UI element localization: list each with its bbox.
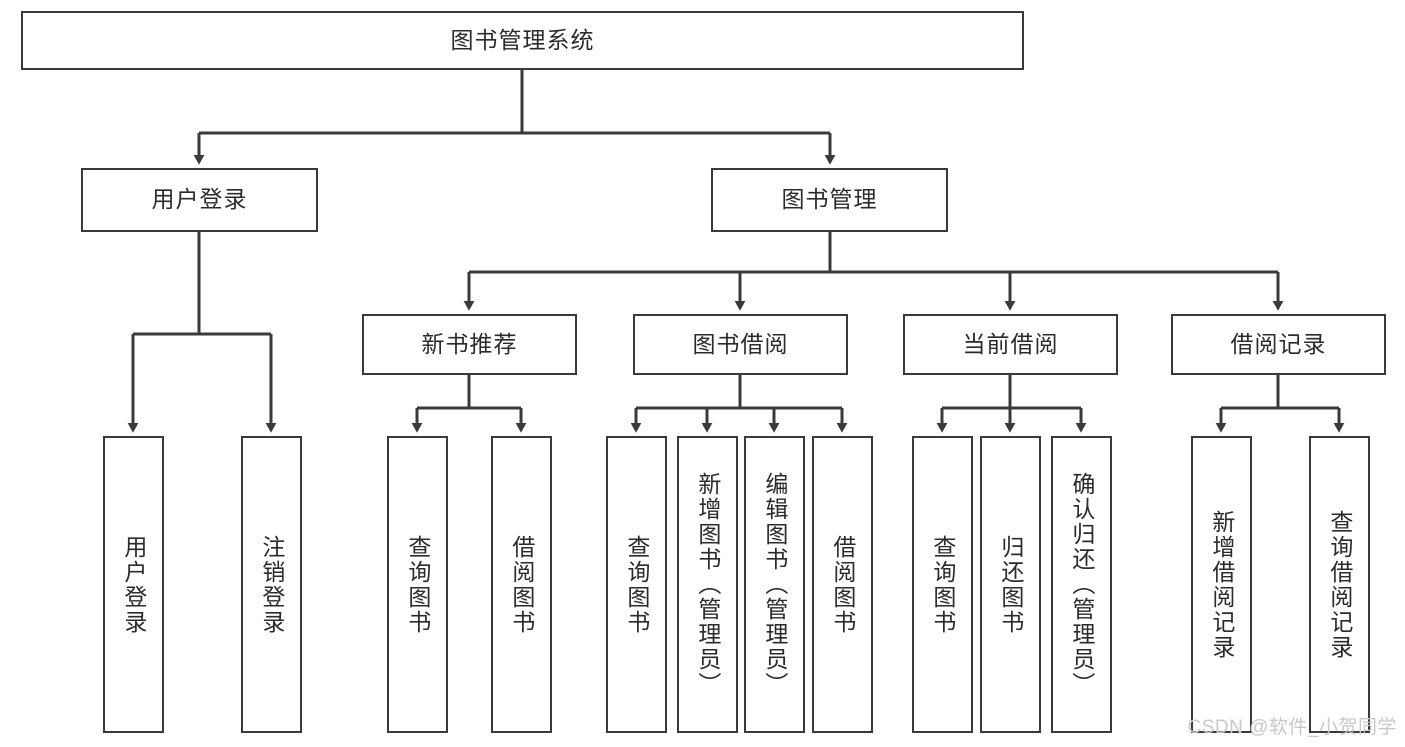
- node-new-book-recommend[interactable]: 新书推荐: [362, 314, 577, 375]
- node-leaf-confirm-return[interactable]: 确认归还（管理员）: [1051, 436, 1112, 733]
- node-label: 用户登录: [120, 534, 147, 635]
- node-label: 图书借阅: [692, 330, 789, 357]
- node-label: 查询图书: [623, 534, 650, 635]
- node-leaf-add-borrow-record[interactable]: 新增借阅记录: [1191, 436, 1252, 733]
- node-label: 新书推荐: [421, 330, 518, 357]
- node-label: 借阅图书: [508, 534, 535, 635]
- node-label: 归还图书: [997, 534, 1024, 635]
- csdn-watermark: CSDN @软件_小贺同学: [1187, 717, 1397, 738]
- node-leaf-add-book[interactable]: 新增图书（管理员）: [677, 436, 738, 733]
- node-leaf-return-book[interactable]: 归还图书: [980, 436, 1041, 733]
- node-label: 图书管理: [781, 186, 878, 213]
- node-label: 用户登录: [151, 186, 248, 213]
- node-label: 新增图书（管理员）: [694, 472, 721, 697]
- node-leaf-query-book-borrow[interactable]: 查询图书: [606, 436, 667, 733]
- node-label: 编辑图书（管理员）: [761, 472, 788, 697]
- node-book-borrow[interactable]: 图书借阅: [633, 314, 848, 375]
- node-label: 图书管理系统: [450, 26, 595, 53]
- node-book-management[interactable]: 图书管理: [711, 168, 948, 232]
- node-label: 查询借阅记录: [1326, 509, 1353, 660]
- node-label: 查询图书: [404, 534, 431, 635]
- node-leaf-edit-book[interactable]: 编辑图书（管理员）: [744, 436, 805, 733]
- node-label: 确认归还（管理员）: [1068, 472, 1095, 697]
- node-leaf-logout[interactable]: 注销登录: [241, 436, 302, 733]
- node-leaf-query-book-recommend[interactable]: 查询图书: [387, 436, 448, 733]
- node-label: 新增借阅记录: [1208, 509, 1235, 660]
- node-leaf-user-login[interactable]: 用户登录: [103, 436, 164, 733]
- node-leaf-borrow-book[interactable]: 借阅图书: [812, 436, 873, 733]
- node-borrow-record[interactable]: 借阅记录: [1171, 314, 1386, 375]
- node-label: 当前借阅: [962, 330, 1059, 357]
- node-leaf-query-book-current[interactable]: 查询图书: [912, 436, 973, 733]
- node-label: 注销登录: [258, 534, 285, 635]
- node-label: 借阅图书: [829, 534, 856, 635]
- node-root-book-management-system[interactable]: 图书管理系统: [21, 11, 1024, 70]
- node-label: 查询图书: [929, 534, 956, 635]
- node-current-borrow[interactable]: 当前借阅: [903, 314, 1118, 375]
- node-leaf-borrow-book-recommend[interactable]: 借阅图书: [491, 436, 552, 733]
- node-label: 借阅记录: [1230, 330, 1327, 357]
- node-user-login[interactable]: 用户登录: [81, 168, 318, 232]
- node-leaf-query-borrow-record[interactable]: 查询借阅记录: [1309, 436, 1370, 733]
